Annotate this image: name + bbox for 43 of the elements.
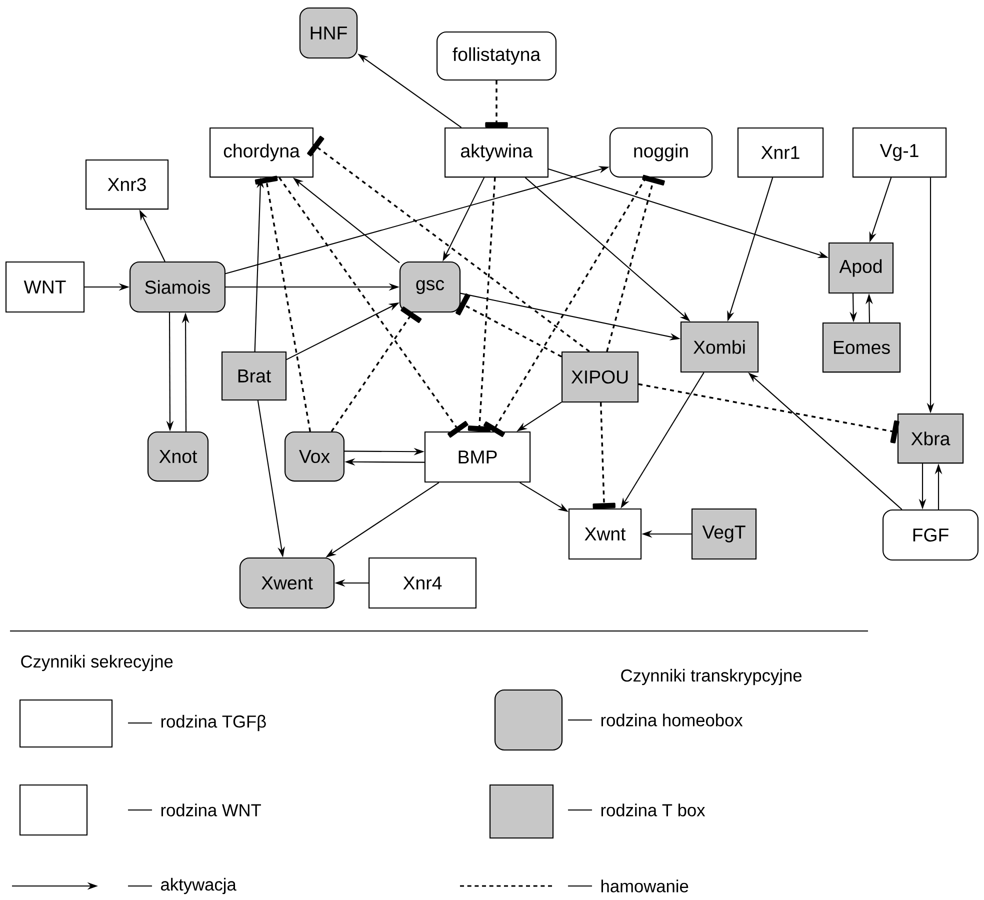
gene-box: Xnr3 (85, 159, 169, 210)
legend-text: rodzina T box (601, 804, 706, 816)
gene-box: BMP (424, 431, 531, 483)
gene-box: Siamois (130, 261, 226, 313)
gene-box: aktywina (444, 127, 548, 178)
gene-box: noggin (609, 127, 713, 178)
inhibition-line (330, 306, 422, 432)
gene-box: Vg-1 (852, 127, 947, 178)
gene-box: gsc (399, 261, 461, 313)
gene-box: Xwent (239, 557, 335, 609)
gene-box: HNF (299, 7, 358, 59)
inhibition-line (592, 402, 616, 509)
gene-box: Eomes (822, 322, 901, 373)
gene-box: VegT (691, 508, 757, 560)
inhibition-line (485, 80, 508, 128)
inhibition-line (278, 177, 468, 438)
gene-box: Vox (284, 431, 344, 482)
gene-box: Xwnt (568, 508, 642, 560)
legend-text: rodzina WNT (161, 804, 261, 816)
gene-box: chordyna (210, 127, 314, 178)
gene-box: follistatyna (436, 31, 556, 81)
legend-heading: Czynniki transkrypcyjne (621, 668, 802, 686)
gene-box: Xombi (680, 321, 759, 373)
legend-text: rodzina TGFβ (161, 714, 266, 732)
gene-box: Xnot (147, 431, 209, 482)
gene-box: XIPOU (561, 351, 639, 403)
gene-box: FGF (882, 509, 979, 561)
inhibition-line (606, 174, 665, 352)
inhibition-line (468, 178, 496, 432)
gene-box: Xnr1 (737, 127, 824, 178)
gene-box: WNT (5, 261, 85, 313)
inhibition-line (456, 293, 562, 358)
inhibition-line (638, 383, 900, 444)
legend-text: hamowanie (601, 880, 688, 892)
legend-heading: Czynniki sekrecyjne (21, 654, 173, 672)
gene-box: Apod (828, 242, 894, 294)
inhibition-line (254, 176, 311, 432)
gene-box: Brat (221, 351, 287, 401)
legend-text: aktywacja (161, 878, 236, 894)
gene-box: Xbra (897, 413, 964, 464)
gene-box: Xnr4 (368, 557, 476, 609)
legend-text: rodzina homeobox (601, 714, 743, 726)
inhibition-line (307, 136, 590, 352)
